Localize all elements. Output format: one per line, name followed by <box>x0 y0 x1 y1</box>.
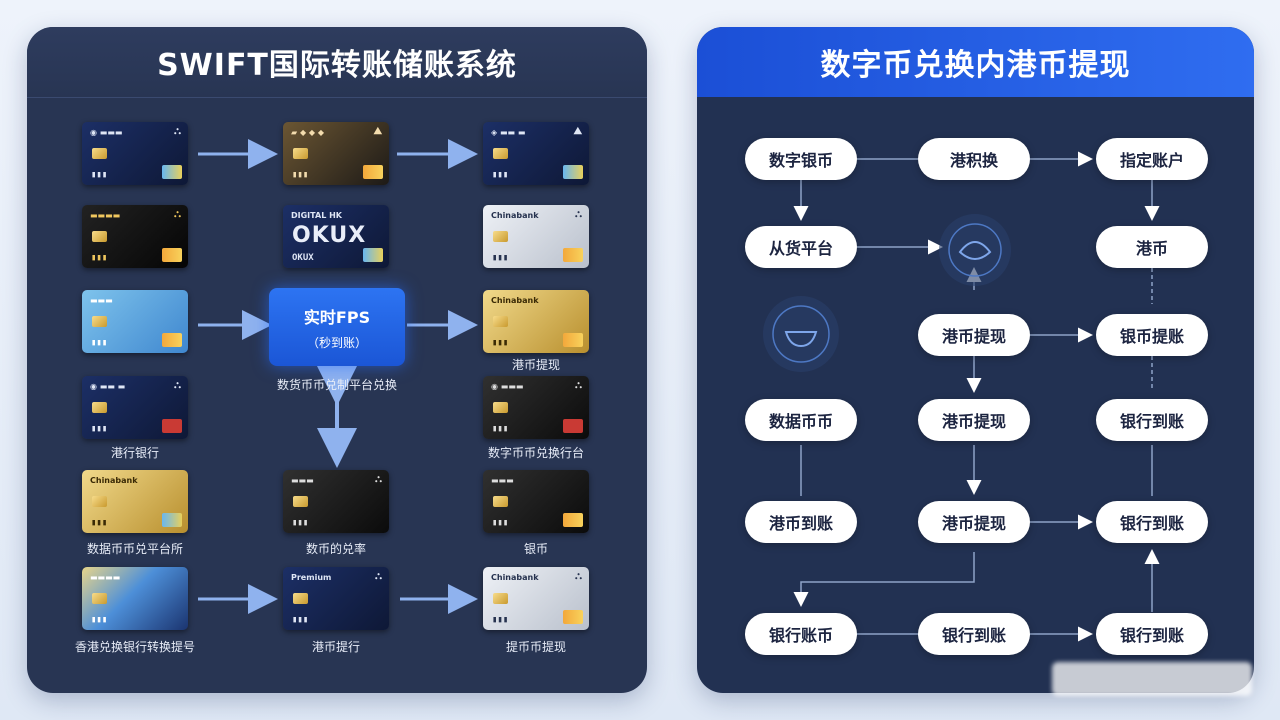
coin-emblem-icon <box>939 214 1011 286</box>
node-bank-arrival-1: 银行到账 <box>1096 399 1208 441</box>
node-digital-coin: 数字银币 <box>745 138 857 180</box>
node-bank-arrival-3: 银行到账 <box>918 613 1030 655</box>
node-bank-coin: 银行账币 <box>745 613 857 655</box>
node-bank-arrival-4: 银行到账 <box>1096 613 1208 655</box>
fps-realtime-box: 实时FPS （秒到账） <box>269 288 405 366</box>
exchange-panel-title: 数字币兑换内港币提现 <box>697 27 1254 97</box>
node-hkd-withdraw-1: 港币提现 <box>918 314 1030 356</box>
caption-r4c3: 数字币币兑换行台 <box>487 446 584 460</box>
node-designated-account: 指定账户 <box>1096 138 1208 180</box>
card-r5c3: ▬▬▬ ▮▮▮ <box>483 470 589 533</box>
fps-subtitle: （秒到账） <box>306 335 367 350</box>
node-data-coin: 数据币币 <box>745 399 857 441</box>
fps-title: 实时FPS <box>303 307 371 327</box>
caption-r5c1: 数据币币兑平台所 <box>86 542 183 556</box>
card-r3c1: ▬▬▬ ▮▮▮ <box>82 290 188 353</box>
node-hkd-withdraw-2: 港币提现 <box>918 399 1030 441</box>
fps-caption: 数货币币兑制平台兑换 <box>276 378 397 392</box>
card-r1c1: ◉ ▬▬▬⛬ ▮▮▮ <box>82 122 188 185</box>
card-r4c1: ◉ ▬▬ ▬⛬ ▮▮▮ <box>82 376 188 439</box>
card-r4c3: ◉ ▬▬▬⛬ ▮▮▮ <box>483 376 589 439</box>
card-brand-digital: DIGITAL HK <box>291 211 342 220</box>
card-r6c1: ▬▬▬▬ ▮▮▮ <box>82 567 188 630</box>
caption-r3c3: 港币提现 <box>511 358 560 372</box>
swift-panel-title: SWIFT国际转账储账系统 <box>27 27 647 98</box>
caption-r6c2: 港币提行 <box>311 640 360 654</box>
card-r6c3: Chinabank⛬ ▮▮▮ <box>483 567 589 630</box>
card-r1c2: ▰ ◆ ◆ ◆⛰ ▮▮▮ <box>283 122 389 185</box>
node-hkd: 港币 <box>1096 226 1208 268</box>
card-r2c1: ▬▬▬▬⛬ ▮▮▮ <box>82 205 188 268</box>
card-r2c2: DIGITAL HK OKUX OKUX <box>283 205 389 268</box>
node-from-platform: 从货平台 <box>745 226 857 268</box>
node-hk-exchange: 港积换 <box>918 138 1030 180</box>
node-hkd-withdraw-3: 港币提现 <box>918 501 1030 543</box>
card-r2c3: Chinabank⛬ ▮▮▮ <box>483 205 589 268</box>
card-okux-text: OKUX <box>292 223 367 248</box>
caption-r5c3: 银币 <box>523 542 548 556</box>
node-hkd-arrival: 港币到账 <box>745 501 857 543</box>
node-bank-withdraw: 银币提账 <box>1096 314 1208 356</box>
caption-r6c3: 提币币提现 <box>505 640 566 654</box>
watermark <box>1052 662 1252 696</box>
card-r5c2: ▬▬▬⛬ ▮▮▮ <box>283 470 389 533</box>
caption-r5c2: 数币的兑率 <box>305 542 366 556</box>
card-r1c3: ◈ ▬▬ ▬⛰ ▮▮▮ <box>483 122 589 185</box>
bank-emblem-icon <box>763 296 839 372</box>
card-r5c1: Chinabank ▮▮▮ <box>82 470 188 533</box>
caption-r6c1: 香港兑换银行转换提号 <box>74 640 195 654</box>
card-r6c2: Premium⛬ ▮▮▮ <box>283 567 389 630</box>
caption-r4c1: 港行银行 <box>110 446 159 460</box>
node-bank-arrival-2: 银行到账 <box>1096 501 1208 543</box>
card-r3c3: Chinabank ▮▮▮ <box>483 290 589 353</box>
card-brand: ◉ ▬▬▬ <box>90 128 123 137</box>
